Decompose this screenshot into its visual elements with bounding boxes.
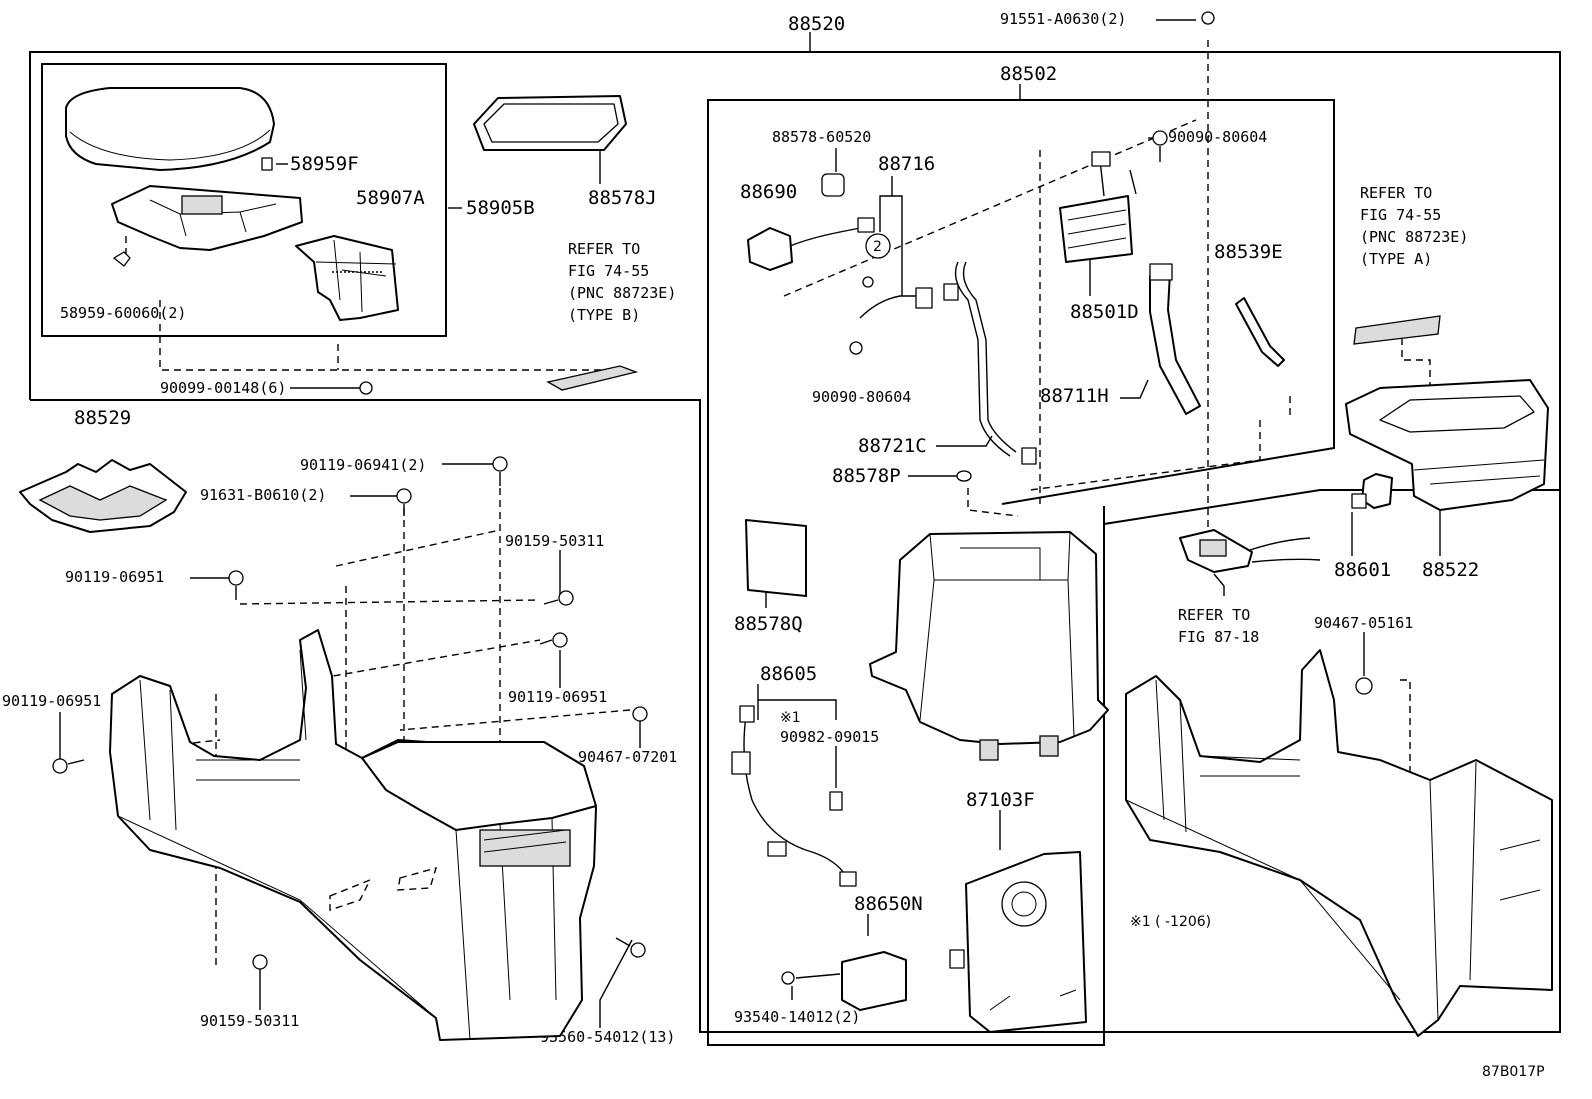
label-88716: 88716 bbox=[878, 153, 935, 175]
label-88601: 88601 bbox=[1334, 559, 1391, 581]
label-88539e: 88539E bbox=[1214, 241, 1283, 263]
ref-a-line-4: (TYPE A) bbox=[1360, 250, 1432, 268]
cupholder-88522 bbox=[1345, 379, 1549, 511]
screws-left bbox=[52, 456, 648, 970]
reference-type-a: REFER TO FIG 74-55 (PNC 88723E) (TYPE A) bbox=[1360, 184, 1468, 268]
label-90982-09015: 90982-09015 bbox=[780, 728, 879, 746]
switch-88601 bbox=[1351, 473, 1393, 509]
label-90467-07201: 90467-07201 bbox=[578, 748, 677, 766]
label-90159-50311-bottom: 90159-50311 bbox=[200, 1012, 299, 1030]
label-90119-06941: 90119-06941(2) bbox=[300, 456, 426, 474]
label-88650n: 88650N bbox=[854, 893, 923, 915]
screw-90099 bbox=[359, 381, 373, 395]
ref-87-line-2: FIG 87-18 bbox=[1178, 628, 1259, 646]
label-90090-80604-top: 90090-80604 bbox=[1168, 128, 1267, 146]
screw-91551-top bbox=[1201, 11, 1215, 25]
harness-88605 bbox=[731, 705, 857, 887]
clip-58959 bbox=[113, 251, 131, 267]
ref-a-line-1: REFER TO bbox=[1360, 184, 1432, 202]
grommet-88578p bbox=[956, 470, 972, 482]
label-88522: 88522 bbox=[1422, 559, 1479, 581]
label-93560-54012: 93560-54012(13) bbox=[540, 1028, 675, 1046]
note-range: ※1 ( -1206) bbox=[1130, 914, 1211, 930]
label-90119-06951-mid: 90119-06951 bbox=[508, 688, 607, 706]
label-88578p: 88578P bbox=[832, 465, 901, 487]
switch-88690 bbox=[747, 217, 875, 271]
label-91551-a0630: 91551-A0630(2) bbox=[1000, 10, 1126, 28]
label-88520: 88520 bbox=[788, 13, 845, 35]
ref-plate-type-b bbox=[546, 365, 639, 391]
mat-88578j bbox=[473, 95, 627, 151]
ref-a-line-3: (PNC 88723E) bbox=[1360, 228, 1468, 246]
label-90119-06951-left: 90119-06951 bbox=[65, 568, 164, 586]
label-88578-60520: 88578-60520 bbox=[772, 128, 871, 146]
ref-87-line-1: REFER TO bbox=[1178, 606, 1250, 624]
module-87103f bbox=[949, 851, 1087, 1033]
label-90090-80604-bottom: 90090-80604 bbox=[812, 388, 911, 406]
pad-88578q bbox=[745, 519, 807, 597]
label-58959f: 58959F bbox=[290, 153, 359, 175]
note-mark: ※1 bbox=[780, 710, 801, 726]
reference-fig-87-18: REFER TO FIG 87-18 bbox=[1178, 606, 1259, 646]
label-90099-00148: 90099-00148(6) bbox=[160, 379, 286, 397]
sensor-88578-60520 bbox=[821, 173, 845, 197]
ref-a-line-2: FIG 74-55 bbox=[1360, 206, 1441, 224]
label-88529: 88529 bbox=[74, 407, 131, 429]
label-58905b: 58905B bbox=[466, 197, 535, 219]
label-58959-60060: 58959-60060(2) bbox=[60, 304, 186, 322]
pipe-88539e bbox=[1235, 297, 1285, 367]
ref-b-line-1: REFER TO bbox=[568, 240, 640, 258]
hinge-mechanism-58907a bbox=[295, 235, 399, 321]
screw-90090-top bbox=[1152, 130, 1168, 162]
ref-b-line-2: FIG 74-55 bbox=[568, 262, 649, 280]
relay-88650n bbox=[781, 951, 907, 1011]
hose-88711h bbox=[1149, 263, 1201, 415]
label-93540-14012: 93540-14012(2) bbox=[734, 1008, 860, 1026]
label-88721c: 88721C bbox=[858, 435, 927, 457]
label-58907a: 58907A bbox=[356, 187, 425, 209]
armrest-subassembly-box bbox=[41, 63, 447, 337]
label-88578q: 88578Q bbox=[734, 613, 803, 635]
label-88690: 88690 bbox=[740, 181, 797, 203]
label-91631-b0610: 91631-B0610(2) bbox=[200, 486, 326, 504]
label-88605: 88605 bbox=[760, 663, 817, 685]
fuse-90982 bbox=[829, 791, 843, 811]
circle-callout-2: 2 bbox=[865, 233, 891, 259]
circle-callout-2-text: 2 bbox=[873, 239, 882, 255]
label-90467-05161: 90467-05161 bbox=[1314, 614, 1413, 632]
ref-plate-type-a bbox=[1353, 315, 1441, 345]
bracket-88501d bbox=[1059, 151, 1137, 263]
label-90159-50311-top: 90159-50311 bbox=[505, 532, 604, 550]
tray-88529 bbox=[19, 459, 187, 533]
ref-b-line-3: (PNC 88723E) bbox=[568, 284, 676, 302]
reference-type-b: REFER TO FIG 74-55 (PNC 88723E) (TYPE B) bbox=[568, 240, 676, 324]
console-body-right bbox=[1125, 649, 1553, 1037]
leader-lines bbox=[59, 19, 1441, 1028]
label-88501d: 88501D bbox=[1070, 301, 1139, 323]
label-88711h: 88711H bbox=[1040, 385, 1109, 407]
upper-box-88502 bbox=[707, 99, 1335, 1046]
ref-b-line-4: (TYPE B) bbox=[568, 306, 640, 324]
label-87103f: 87103F bbox=[966, 789, 1035, 811]
console-body-left bbox=[109, 629, 597, 1041]
label-88502: 88502 bbox=[1000, 63, 1057, 85]
main-assembly-frame bbox=[29, 51, 1561, 1033]
cable-88721c bbox=[943, 261, 1037, 465]
armrest-hinge-base bbox=[111, 157, 303, 251]
shift-base-ref-87-18 bbox=[1179, 529, 1321, 573]
clip-90467-05161 bbox=[1355, 677, 1373, 695]
unit-88502-body bbox=[869, 531, 1109, 761]
wire-88716 bbox=[849, 276, 933, 355]
part-labels: 88520 91551-A0630(2) 88502 58959F 58907A… bbox=[2, 10, 1545, 1080]
label-88578j: 88578J bbox=[588, 187, 657, 209]
drawing-code: 87B017P bbox=[1482, 1064, 1545, 1080]
armrest-lid-58905b bbox=[65, 87, 275, 171]
label-90119-06951-far-left: 90119-06951 bbox=[2, 692, 101, 710]
